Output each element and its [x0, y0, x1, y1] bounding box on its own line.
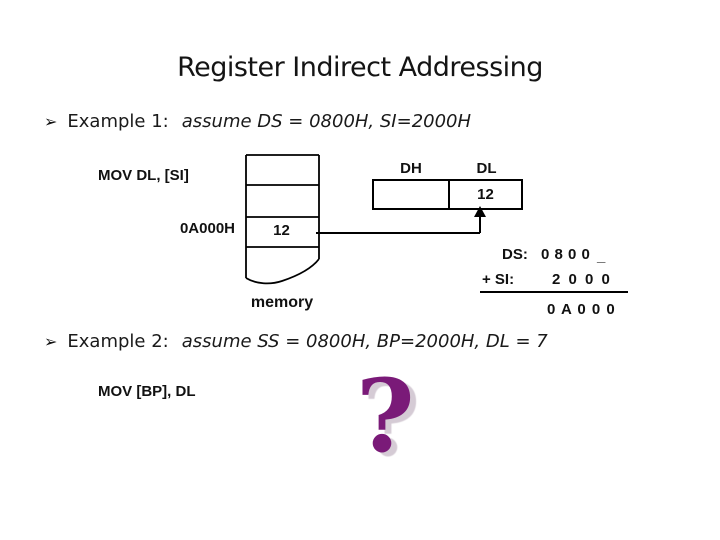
bullet-example2: ➢ Example 2: assume SS = 0800H, BP=2000H… — [44, 331, 548, 352]
instruction-mov-bp-dl: MOV [BP], DL — [98, 383, 196, 400]
example1-assumption: assume DS = 0800H, SI=2000H — [181, 111, 472, 132]
arrow-bullet-icon: ➢ — [44, 112, 58, 131]
register-dh-cell — [374, 181, 450, 208]
example2-assumption: assume SS = 0800H, BP=2000H, DL = 7 — [181, 331, 548, 352]
memory-caption: memory — [250, 294, 314, 311]
calc-shift-placeholder: _ — [597, 248, 606, 265]
calc-sum-line — [480, 291, 628, 293]
example1-label: Example 1: — [67, 111, 169, 132]
memory-column-diagram — [245, 154, 320, 285]
calc-result-digits: 0 A 0 0 0 — [547, 301, 616, 318]
register-dh-label: DH — [400, 160, 422, 177]
bullet-example1: ➢ Example 1: assume DS = 0800H, SI=2000H — [44, 111, 471, 132]
calc-ds-label: DS: — [502, 246, 528, 263]
calc-si-digits: 2 0 0 0 — [552, 271, 612, 288]
calc-ds-digits: 0 8 0 0 — [541, 246, 591, 263]
register-dl-value: 12 — [477, 186, 494, 203]
memory-to-register-arrow-icon — [316, 206, 486, 234]
slide-title: Register Indirect Addressing — [177, 52, 543, 83]
register-dl-cell: 12 — [450, 181, 521, 208]
question-mark: ? — [356, 357, 415, 475]
register-dl-label: DL — [476, 160, 497, 177]
register-box: 12 — [372, 179, 523, 210]
instruction-mov-dl-si: MOV DL, [SI] — [98, 167, 189, 184]
calc-si-label: + SI: — [482, 271, 515, 288]
arrow-bullet-icon: ➢ — [44, 332, 58, 351]
memory-address-label: 0A000H — [179, 220, 235, 237]
memory-cell-value: 12 — [273, 222, 290, 239]
example2-label: Example 2: — [67, 331, 169, 352]
